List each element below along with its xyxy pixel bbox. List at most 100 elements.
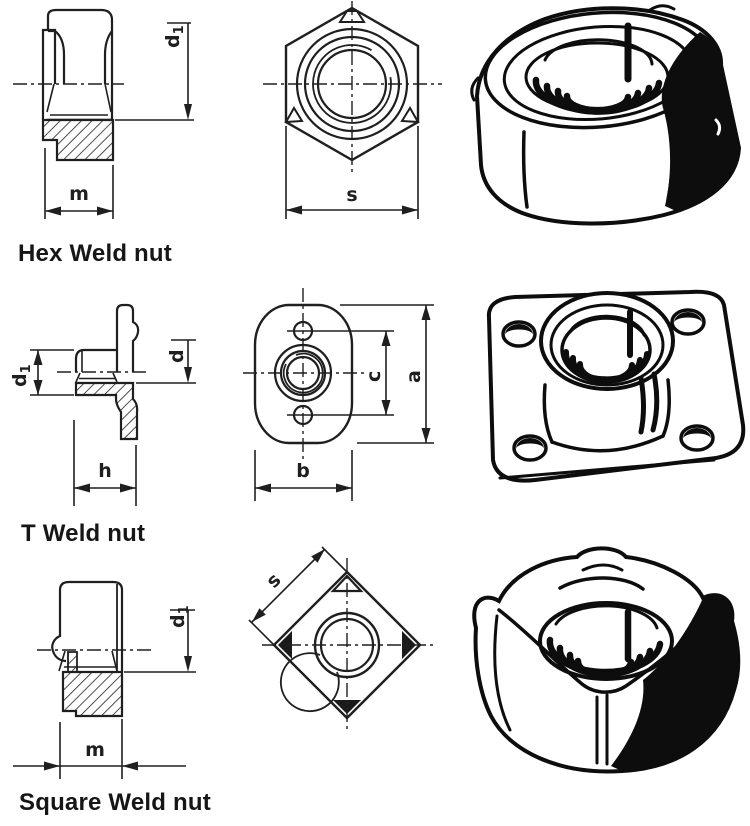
weld-projection-top <box>338 10 366 23</box>
sq-m-arrow-left <box>44 761 60 771</box>
t-3d-thread-upper-arc <box>568 314 646 337</box>
t-d1-arrow-up <box>33 350 43 365</box>
b-arrow-left <box>255 483 271 493</box>
square-top-view <box>248 546 433 733</box>
c-arrow-up <box>381 331 391 346</box>
weld-projection-lower-right <box>400 106 420 124</box>
t-bore-chamfer-left <box>75 372 81 383</box>
thread-upper-arc <box>543 38 654 66</box>
t-top-view <box>243 288 434 501</box>
sq-s-label: s <box>262 569 286 593</box>
sq-s-ext-left <box>248 619 275 646</box>
square-3d-view <box>472 546 741 774</box>
sq-3d-thread-upper-arc <box>554 604 659 630</box>
t-flange-upper-outline <box>115 303 140 372</box>
sq-d1-label: d1 <box>167 605 192 628</box>
h-arrow-left <box>74 483 90 493</box>
h-arrow-right <box>120 483 136 493</box>
hex-d1-label: d1 <box>162 25 187 48</box>
t-3d-boss-bottom <box>550 434 665 453</box>
t-3d-boss-face <box>549 303 665 387</box>
thread-helix <box>532 76 663 115</box>
bore-chamfer-left <box>46 83 55 113</box>
sq-3d-back-wing-inner <box>581 563 624 572</box>
t-3d-corner-hole <box>501 320 537 348</box>
hex-3d-shadow <box>661 32 739 211</box>
sq-projection-right <box>402 631 416 659</box>
hex-side-hatch <box>41 118 115 162</box>
sq-s-dim-line <box>251 548 326 623</box>
sq-projection-bottom <box>333 700 361 714</box>
hex-3d-view <box>470 4 742 226</box>
a-arrow-down <box>421 428 431 443</box>
projection-bump-right <box>714 118 722 136</box>
s-arrow-left <box>286 205 302 215</box>
sq-s-arrow-upper <box>311 549 325 563</box>
t-thread-arc <box>282 352 324 394</box>
t-d1-label: d1 <box>9 364 34 387</box>
top-rim-ellipse <box>483 10 713 130</box>
sq-body-outline <box>58 580 124 672</box>
t-3d-corner-hole <box>670 308 706 336</box>
sq-3d-left-face-edge <box>493 614 512 732</box>
t-d-arrowhead <box>184 367 192 383</box>
t-3d-corner-hole <box>512 434 548 462</box>
sq-3d-shadow <box>611 595 739 771</box>
caption-t-weld-nut: T Weld nut <box>21 520 146 547</box>
t-c-label: c <box>363 371 385 382</box>
t-bore-chamfer-right <box>112 372 118 383</box>
t-3d-corner-hole <box>679 424 715 452</box>
hex-side-pilot-strip <box>41 28 57 120</box>
sq-m-arrow-right <box>122 761 138 771</box>
projection-bump-left <box>470 76 480 102</box>
m-arrow-right <box>97 206 113 216</box>
t-d1-arrow-down <box>33 380 43 395</box>
sq-s-ext-top <box>321 546 348 573</box>
m-arrow-left <box>45 206 61 216</box>
s-arrow-right <box>402 205 418 215</box>
t-hatch <box>74 381 139 441</box>
t-3d-boss-shade-2 <box>650 371 660 433</box>
sq-3d-back-wing-base <box>558 576 645 591</box>
hex-edge-left <box>521 130 529 209</box>
t-3d-boss-wall-left <box>542 383 554 444</box>
hex-s-label: s <box>346 184 357 206</box>
hex-side-section-view <box>13 8 194 219</box>
sq-bore-chamfer-left <box>58 650 66 672</box>
sq-3d-thread-helix <box>546 636 664 679</box>
sq-projection-left <box>278 631 292 659</box>
washer-face-ellipse <box>502 24 694 122</box>
projection-bump-top-right <box>648 4 676 12</box>
sq-m-label: m <box>85 739 105 761</box>
square-side-section-view <box>13 580 196 779</box>
sq-hatch <box>61 670 124 718</box>
t-3d-boss-shade-1 <box>638 375 646 435</box>
sq-d1-arrowhead <box>184 656 192 672</box>
t-3d-boss-wall-right <box>661 378 671 438</box>
sq-s-arrow-lower <box>252 608 266 622</box>
sq-thread-arc <box>279 652 340 713</box>
t-d-label: d <box>166 349 188 363</box>
hex-top-view <box>263 1 442 219</box>
t-3d-view <box>486 289 746 483</box>
t-h-label: h <box>98 460 112 482</box>
hex-side-body-outline <box>46 8 114 31</box>
t-side-section-view <box>30 303 196 506</box>
thread-arc <box>312 44 392 124</box>
t-b-label: b <box>296 460 310 482</box>
a-arrow-up <box>421 305 431 320</box>
caption-square-weld-nut: Square Weld nut <box>19 789 211 816</box>
sq-3d-bore <box>538 601 674 681</box>
hex-edge-right <box>666 125 675 202</box>
t-boss-upper-outline <box>74 348 117 372</box>
sq-projection-hatch <box>67 651 78 673</box>
t-3d-plate-thickness <box>498 458 716 480</box>
caption-hex-weld-nut: Hex Weld nut <box>18 240 172 267</box>
t-a-label: a <box>403 370 425 383</box>
c-arrow-down <box>381 400 391 415</box>
bore-chamfer-right <box>104 83 112 113</box>
d1-arrowhead <box>184 104 192 120</box>
weld-projection-lower-left <box>284 106 304 124</box>
hex-m-label: m <box>69 183 89 205</box>
